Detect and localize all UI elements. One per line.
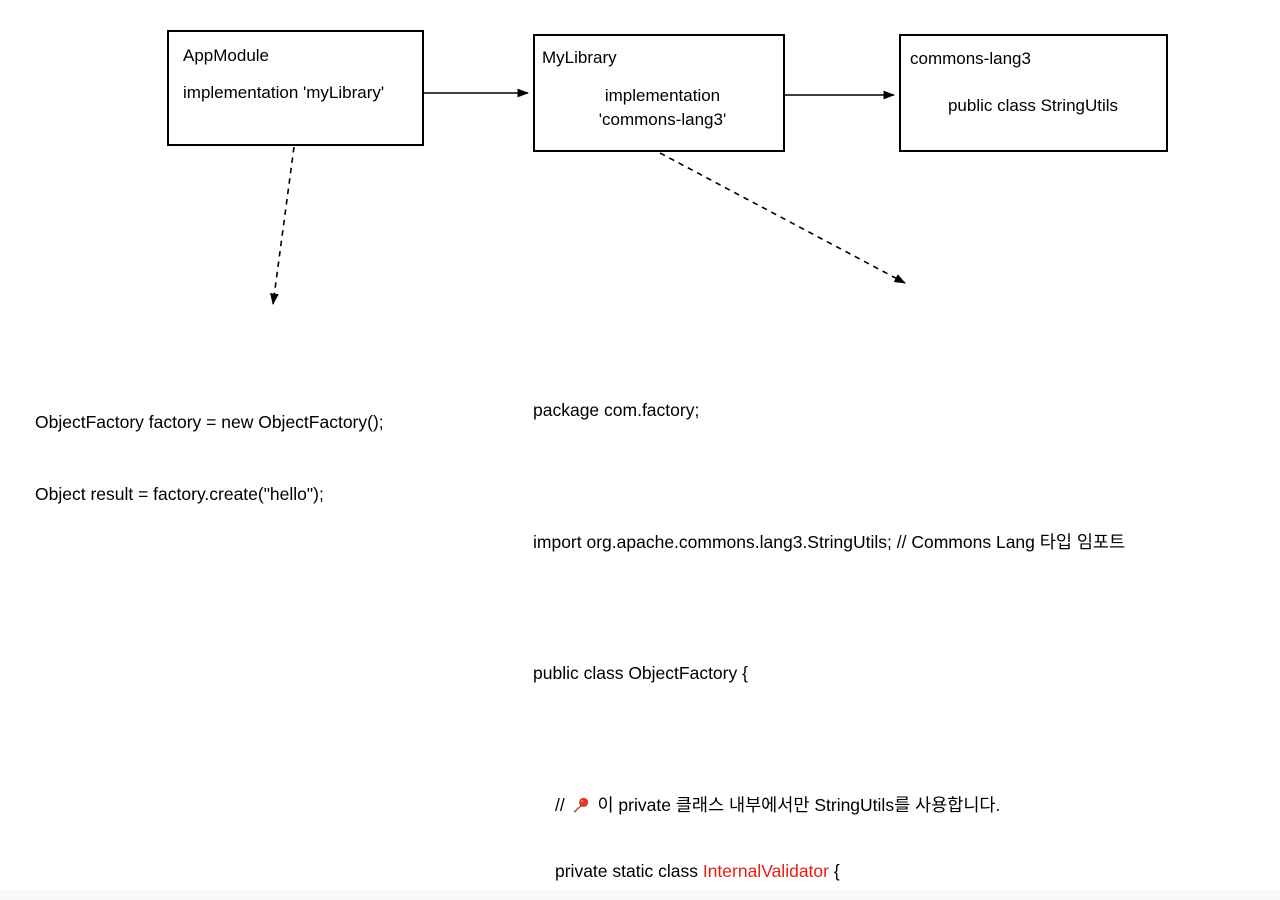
factory-code-snippet: package com.factory; import org.apache.c… [533, 357, 1125, 900]
code-blank-line [533, 465, 1125, 489]
usage-code-snippet: ObjectFactory factory = new ObjectFactor… [35, 362, 384, 554]
code-blank-line [533, 596, 1125, 620]
node-commons-lang3-title: commons-lang3 [910, 49, 1031, 68]
code-line: public class ObjectFactory { [533, 663, 748, 684]
arrow-mylibrary-to-factory-code [659, 152, 906, 284]
code-blank-line [533, 728, 1125, 752]
node-mylibrary-title: MyLibrary [542, 48, 617, 67]
node-mylibrary-dependency: implementation 'commons-lang3' [598, 86, 727, 129]
code-line-inner-class: private static class InternalValidator { [555, 860, 840, 881]
highlighted-classname: InternalValidator [702, 860, 829, 881]
arrow-appmodule-to-usage-code [270, 146, 295, 305]
node-appmodule: AppModule implementation 'myLibrary' [167, 30, 424, 146]
node-mylibrary: MyLibrary implementation 'commons-lang3' [533, 34, 785, 152]
node-commons-lang3: commons-lang3 public class StringUtils [899, 34, 1168, 152]
code-line: ObjectFactory factory = new ObjectFactor… [35, 412, 384, 432]
node-appmodule-dependency: implementation 'myLibrary' [183, 83, 385, 102]
code-line-pin-comment: // 이 private 클래스 내부에서만 StringUtils를 사용합니… [555, 794, 1001, 815]
code-line: package com.factory; [533, 400, 700, 420]
code-line: Object result = factory.create("hello"); [35, 484, 324, 504]
bottom-strip [0, 890, 1280, 900]
pushpin-icon [572, 796, 591, 814]
node-appmodule-title: AppModule [183, 46, 270, 65]
node-commons-lang3-content: public class StringUtils [947, 96, 1119, 115]
code-line: import org.apache.commons.lang3.StringUt… [533, 531, 1126, 552]
